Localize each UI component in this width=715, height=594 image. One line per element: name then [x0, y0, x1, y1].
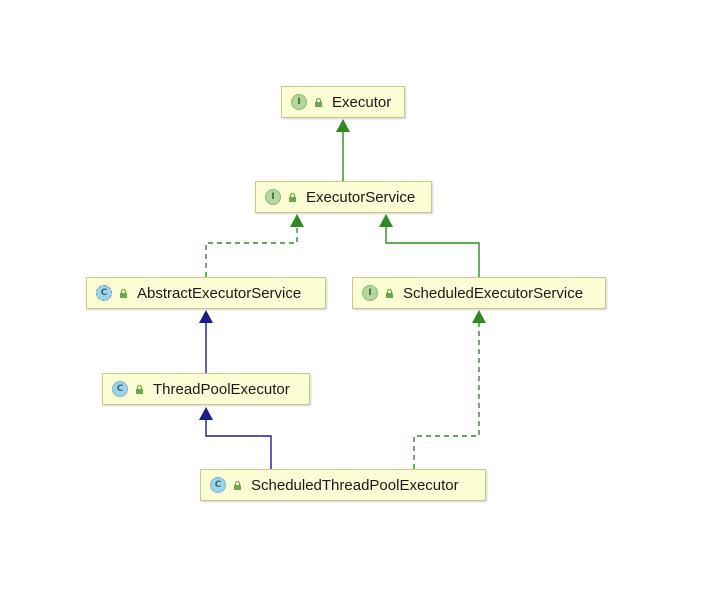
node-scheduled-thread-pool-executor[interactable]: C ScheduledThreadPoolExecutor — [200, 469, 486, 501]
arrowhead-abstractexecutorservice — [199, 310, 213, 323]
node-label: AbstractExecutorService — [137, 284, 302, 302]
lock-icon — [289, 192, 296, 202]
node-label: ThreadPoolExecutor — [153, 380, 290, 398]
lock-icon — [234, 480, 241, 490]
lock-icon — [386, 288, 393, 298]
lock-icon — [120, 288, 127, 298]
node-label: ExecutorService — [306, 188, 416, 206]
interface-icon: I — [265, 189, 281, 205]
edge-scheduledthreadpoolexecutor-to-scheduledexecutorservice — [413, 323, 480, 469]
arrowhead-executor — [336, 119, 350, 132]
node-label: ScheduledExecutorService — [403, 284, 584, 302]
abstract-class-icon: C — [96, 285, 112, 301]
edge-scheduledthreadpoolexecutor-to-threadpoolexecutor — [205, 420, 272, 469]
arrowhead-executorservice-right — [379, 214, 393, 227]
node-executor[interactable]: I Executor — [281, 86, 405, 118]
node-scheduled-executor-service[interactable]: I ScheduledExecutorService — [352, 277, 606, 309]
interface-icon: I — [291, 94, 307, 110]
edge-abstractexecutorservice-to-executorservice — [205, 227, 298, 277]
edge-scheduledexecutorservice-to-executorservice — [385, 227, 480, 277]
interface-icon: I — [362, 285, 378, 301]
node-thread-pool-executor[interactable]: C ThreadPoolExecutor — [102, 373, 310, 405]
lock-icon — [136, 384, 143, 394]
class-icon: C — [210, 477, 226, 493]
arrowhead-executorservice-left — [290, 214, 304, 227]
arrowhead-scheduledexecutorservice — [472, 310, 486, 323]
lock-icon — [315, 97, 322, 107]
node-label: Executor — [332, 93, 392, 111]
arrowhead-threadpoolexecutor — [199, 407, 213, 420]
node-abstract-executor-service[interactable]: C AbstractExecutorService — [86, 277, 326, 309]
class-icon: C — [112, 381, 128, 397]
node-label: ScheduledThreadPoolExecutor — [251, 476, 459, 494]
node-executor-service[interactable]: I ExecutorService — [255, 181, 432, 213]
